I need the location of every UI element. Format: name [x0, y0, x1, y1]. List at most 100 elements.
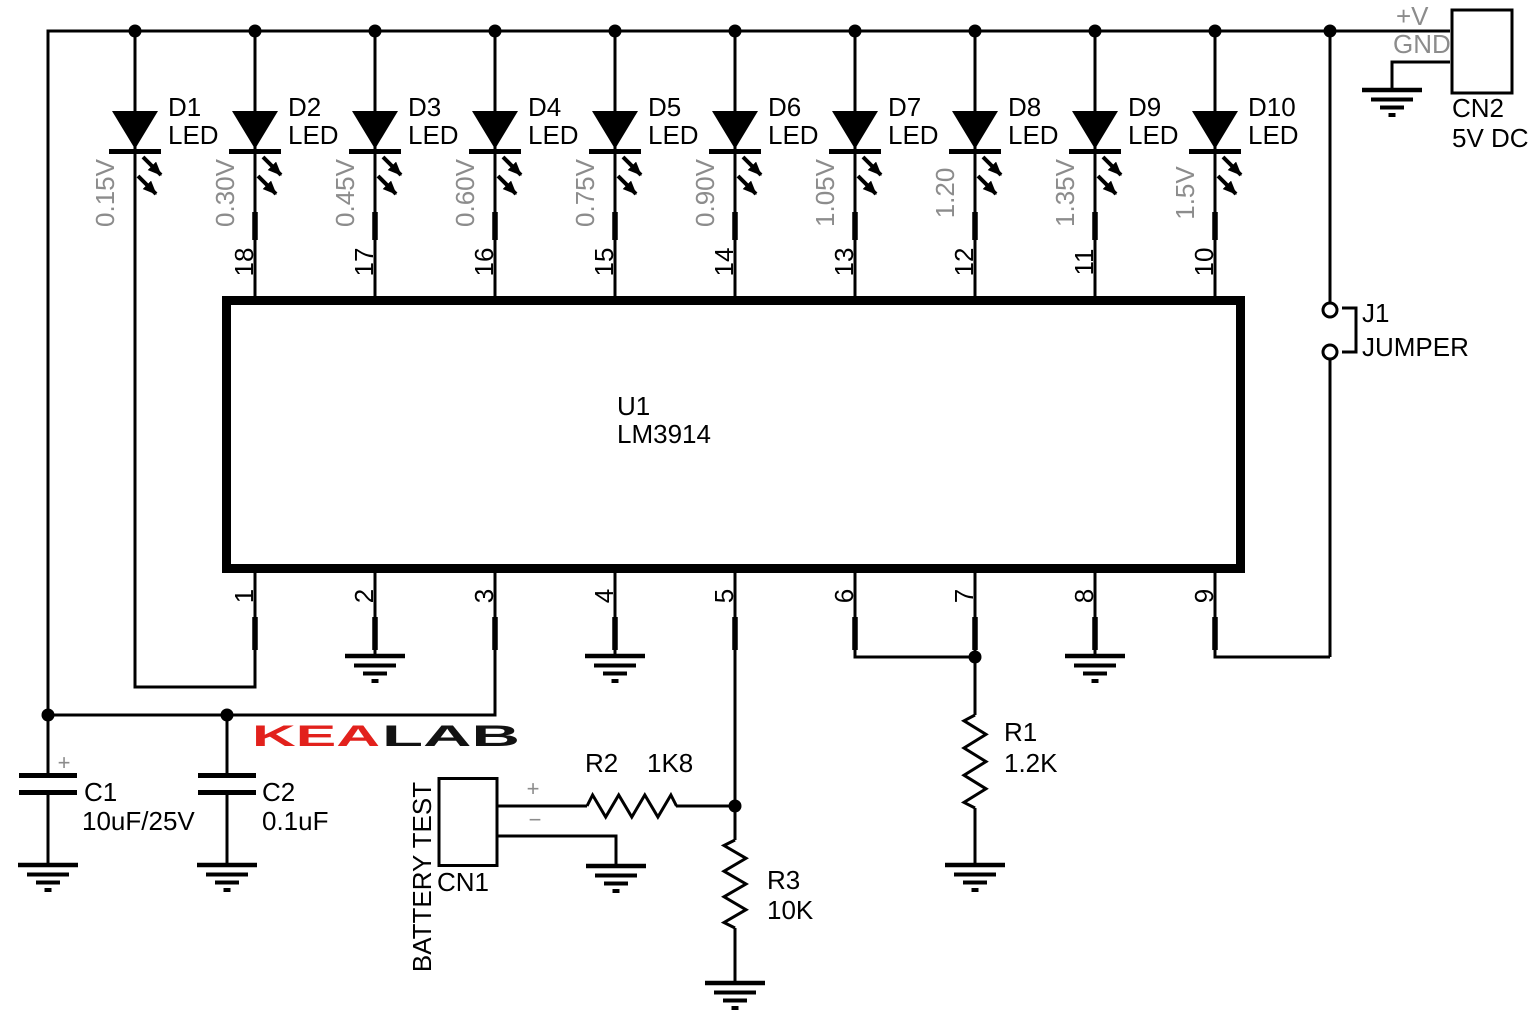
cn1-function-label: BATTERY TEST	[407, 782, 437, 972]
led-d2: D2 LED 0.30V	[210, 92, 339, 227]
led-type: LED	[1248, 120, 1299, 150]
ic-ref: U1	[617, 391, 650, 421]
led-type: LED	[1008, 120, 1059, 150]
led-threshold: 0.75V	[570, 158, 600, 227]
pin-number: 1	[229, 589, 259, 603]
led-d10: D10 LED 1.5V	[1170, 92, 1299, 220]
led-ref: D7	[888, 92, 921, 122]
led-d5: D5 LED 0.75V	[570, 92, 699, 227]
led-threshold: 1.35V	[1050, 158, 1080, 227]
led-d4: D4 LED 0.60V	[450, 92, 579, 227]
cn1-plus-label: +	[527, 776, 540, 801]
pin-number: 15	[589, 248, 619, 277]
led-ref: D2	[288, 92, 321, 122]
led-ref: D3	[408, 92, 441, 122]
led-d7: D7 LED 1.05V	[810, 92, 939, 227]
led-threshold: 1.20	[930, 168, 960, 219]
ground-cn1	[586, 866, 646, 891]
c1-polarity: +	[58, 750, 71, 775]
pin-number: 7	[949, 589, 979, 603]
cn2-connector-box	[1450, 8, 1514, 95]
cn2-ref: CN2	[1452, 93, 1504, 123]
ic-bottom-pin-segments	[252, 617, 1218, 650]
bottom-pin-wires	[373, 573, 1330, 806]
pin-number: 13	[829, 248, 859, 277]
led-threshold: 0.45V	[330, 158, 360, 227]
ic-top-pin-segments	[252, 212, 1218, 240]
logo-lab: LAB	[382, 720, 520, 753]
capacitor-c2	[198, 773, 256, 795]
cn1-minus-label: −	[529, 807, 542, 832]
cn1-connector-box	[437, 777, 499, 867]
cn1-pin-wires	[498, 804, 735, 866]
r3-value: 10K	[767, 895, 814, 925]
jumper-pin-circle	[1321, 343, 1339, 361]
led-type: LED	[768, 120, 819, 150]
pin-number: 18	[229, 248, 259, 277]
led-branch-wires	[253, 31, 1217, 296]
led-d1: D1 LED 0.15V	[90, 92, 219, 227]
led-ref: D10	[1248, 92, 1296, 122]
led-type: LED	[408, 120, 459, 150]
led-type: LED	[168, 120, 219, 150]
led-d6: D6 LED 0.90V	[690, 92, 819, 227]
cn2-gnd-label: GND	[1393, 29, 1451, 59]
led-ref: D6	[768, 92, 801, 122]
ground-cn2	[1362, 90, 1422, 115]
led-type: LED	[648, 120, 699, 150]
led-type: LED	[528, 120, 579, 150]
jumper-ref: J1	[1362, 298, 1389, 328]
ground-r1	[945, 865, 1005, 890]
pin-number: 3	[469, 589, 499, 603]
led-ref: D9	[1128, 92, 1161, 122]
led-type: LED	[1128, 120, 1179, 150]
led-type: LED	[888, 120, 939, 150]
jumper-label: JUMPER	[1362, 332, 1469, 362]
pin-number: 4	[589, 589, 619, 603]
cn1-ref: CN1	[437, 867, 489, 897]
led-threshold: 0.90V	[690, 158, 720, 227]
led-threshold: 0.15V	[90, 158, 120, 227]
led-threshold: 0.30V	[210, 158, 240, 227]
c1-value: 10uF/25V	[82, 806, 195, 836]
led-d8: D8 LED 1.20	[930, 92, 1059, 218]
c1-ref: C1	[84, 777, 117, 807]
cn2-gnd-wire	[1390, 60, 1450, 90]
ic-body	[222, 296, 1245, 573]
pin-number: 17	[349, 248, 379, 277]
ground-r3	[705, 983, 765, 1008]
led-threshold: 0.60V	[450, 158, 480, 227]
cn2-plus-label: +V	[1396, 1, 1429, 31]
c2-value: 0.1uF	[262, 806, 329, 836]
pin-number: 12	[949, 248, 979, 277]
led-ref: D1	[168, 92, 201, 122]
resistor-r2-zigzag	[585, 791, 678, 820]
jumper-pin-circle	[1321, 301, 1339, 319]
pin-number: 2	[349, 589, 379, 603]
cn2-value: 5V DC	[1452, 123, 1529, 153]
ground-c1	[18, 865, 78, 890]
ground-pin4	[585, 656, 645, 681]
ground-c2	[197, 865, 257, 890]
capacitor-c1	[19, 773, 77, 795]
ground-pin2	[345, 656, 405, 681]
ground-pin8	[1065, 656, 1125, 681]
pin-number: 14	[709, 248, 739, 277]
pin-number: 9	[1189, 589, 1219, 603]
logo-kea: KEA	[252, 720, 380, 753]
pin-number: 5	[709, 589, 739, 603]
led-type: LED	[288, 120, 339, 150]
led-threshold: 1.5V	[1170, 166, 1200, 220]
pin-number: 10	[1189, 248, 1219, 277]
pin-number: 8	[1069, 589, 1099, 603]
led-threshold: 1.05V	[810, 158, 840, 227]
pin-number: 6	[829, 589, 859, 603]
led-d9: D9 LED 1.35V	[1050, 92, 1179, 227]
resistor-r1-zigzag	[960, 713, 989, 810]
resistor-r3-zigzag	[720, 838, 749, 930]
r1-ref: R1	[1004, 717, 1037, 747]
led-d3: D3 LED 0.45V	[330, 92, 459, 227]
c2-ref: C2	[262, 777, 295, 807]
